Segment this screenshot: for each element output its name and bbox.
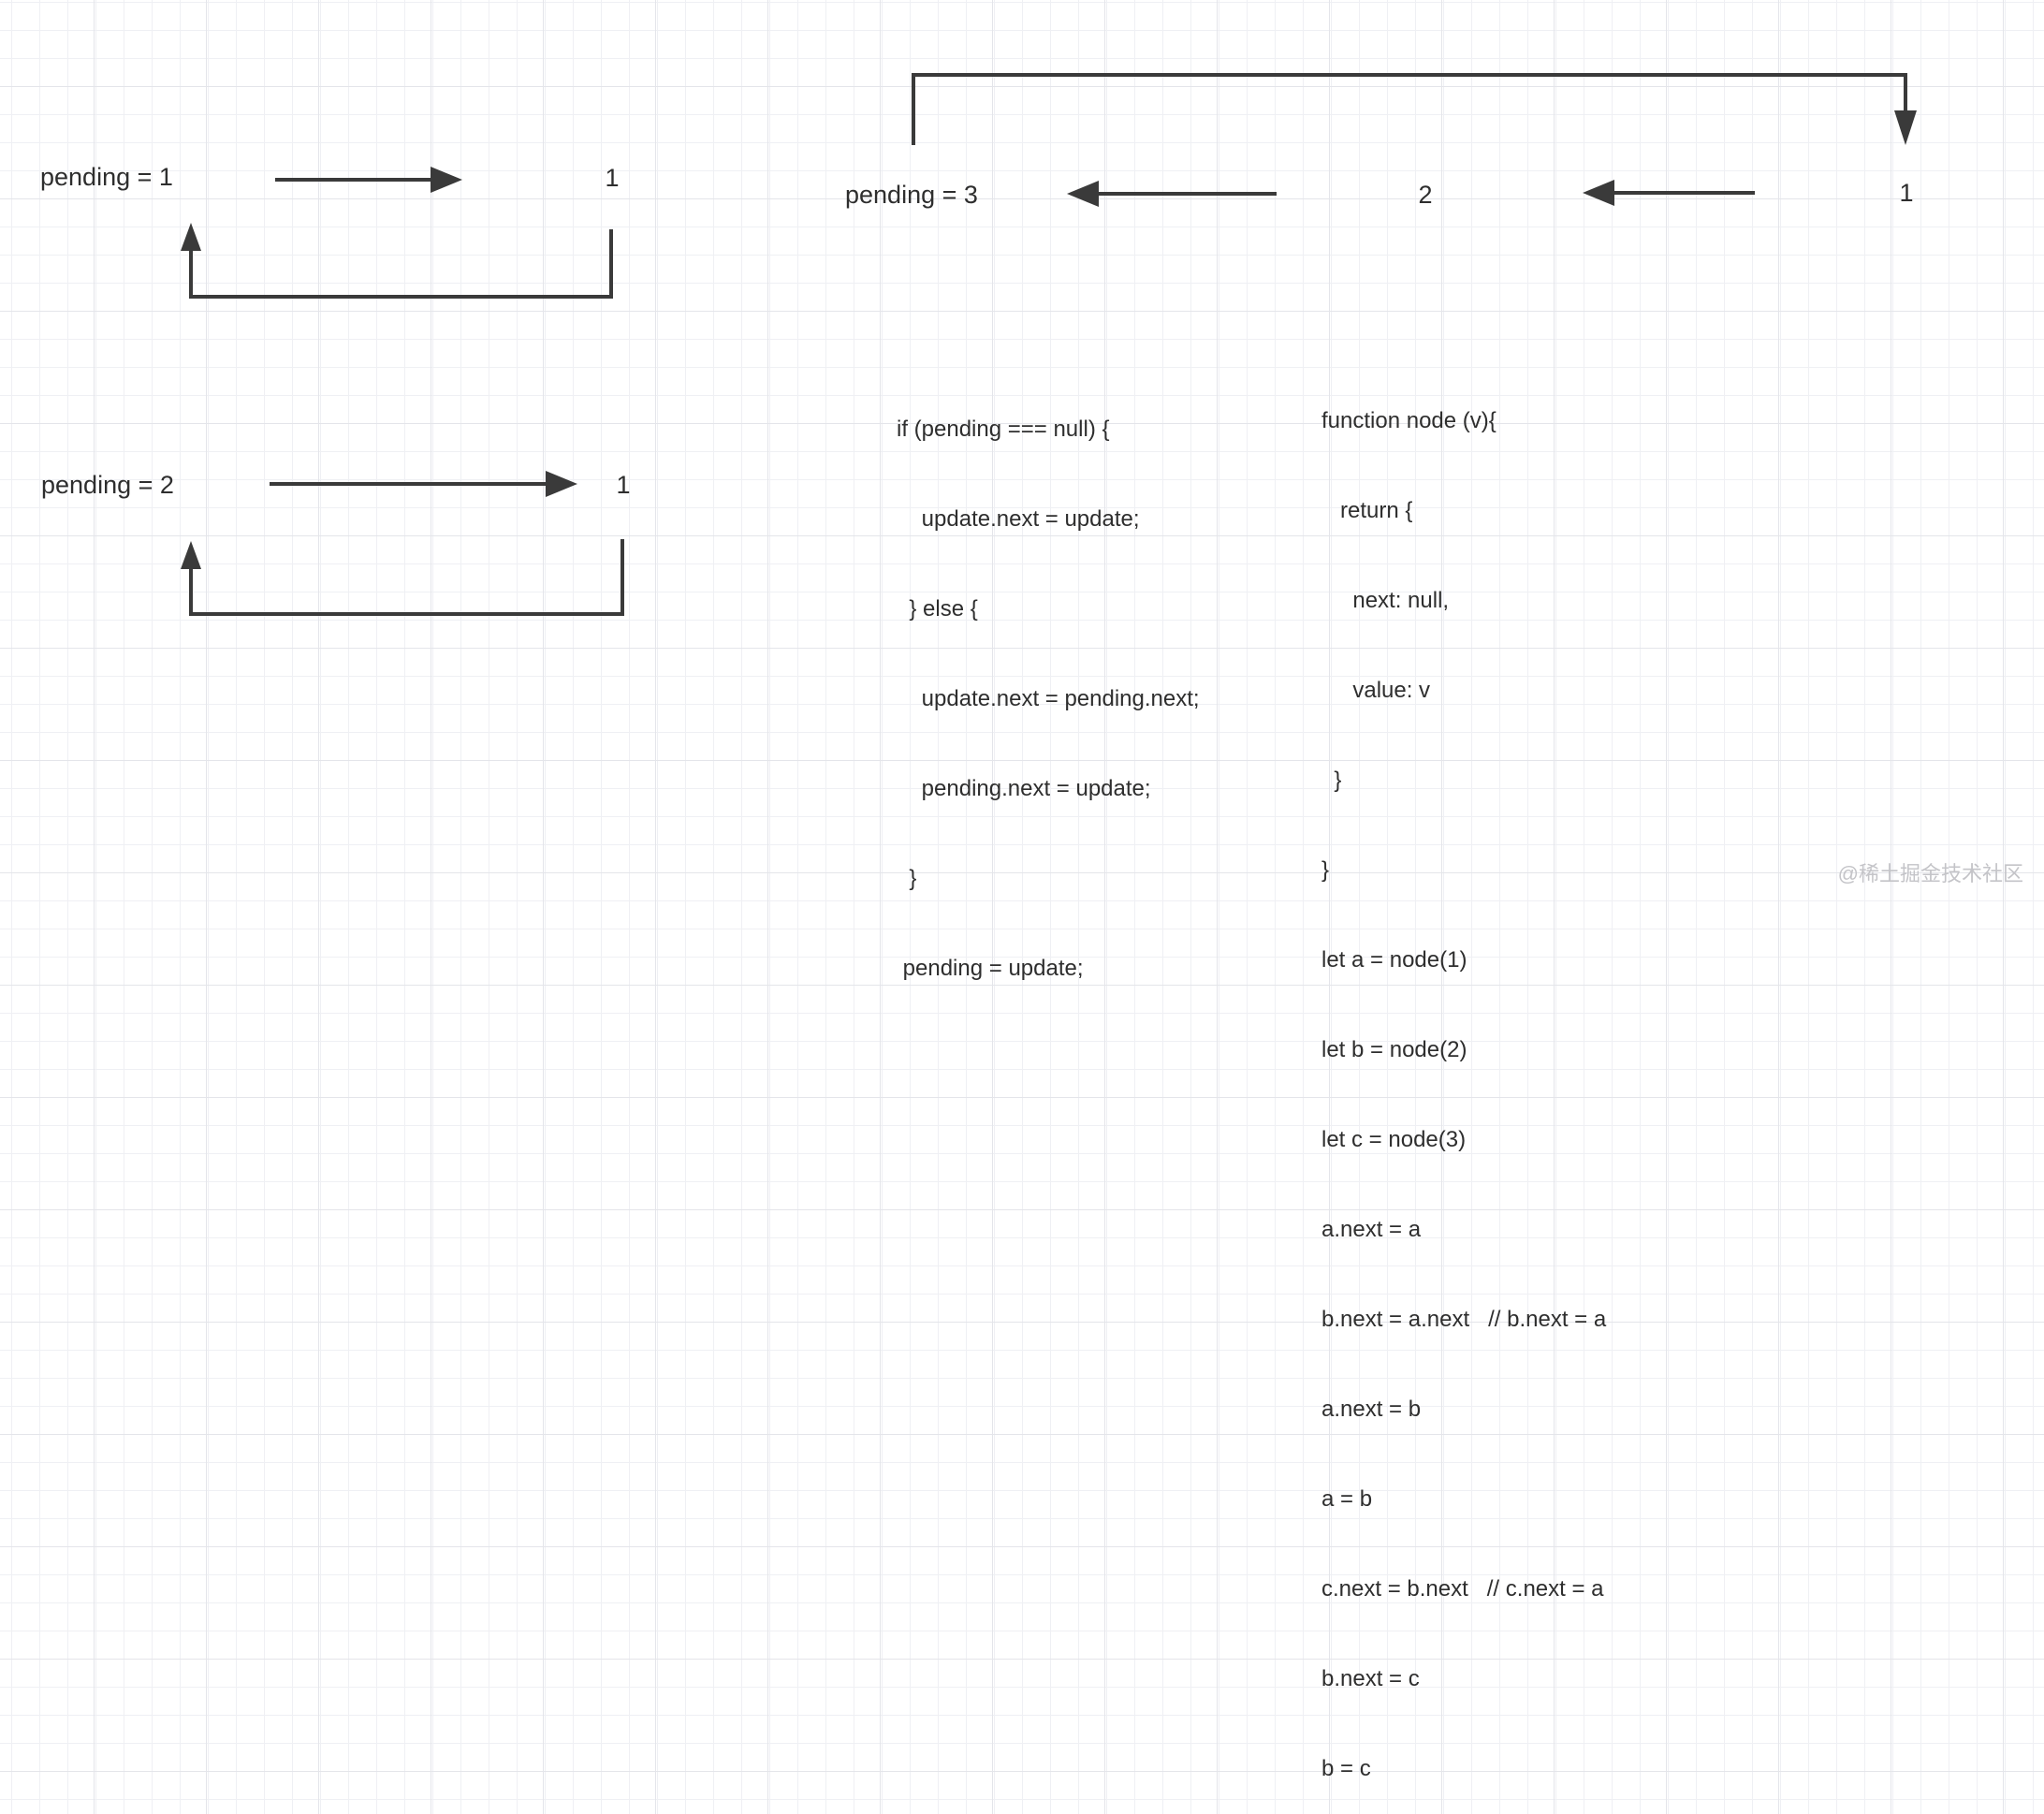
code-line: update.next = update;	[897, 506, 1140, 532]
diagram3-pending-label: pending = 3	[845, 181, 978, 209]
code-line: a.next = b	[1321, 1397, 1422, 1422]
code-line: pending.next = update;	[897, 776, 1151, 801]
diagram1-pending-label: pending = 1	[40, 163, 173, 191]
code-line: c.next = b.next // c.next = a	[1321, 1576, 1604, 1602]
code-line: }	[897, 866, 917, 891]
diagram1-node-1: 1	[605, 164, 620, 192]
diagram3-loop-arrow	[912, 73, 1917, 145]
diagram2-next-arrow	[270, 471, 577, 497]
code-line: let c = node(3)	[1321, 1127, 1467, 1152]
code-line: }	[1321, 768, 1342, 793]
community-watermark: @稀土掘金技术社区	[1837, 862, 2023, 885]
code-line: if (pending === null) {	[897, 417, 1110, 442]
code-line: pending = update;	[897, 956, 1084, 981]
diagram3-arrow-2-to-3	[1067, 181, 1277, 207]
diagram2-pending-label: pending = 2	[41, 471, 174, 499]
code-line: a = b	[1321, 1486, 1373, 1512]
diagram1-loop-arrow	[181, 223, 613, 299]
code-block-pending-logic: if (pending === null) { update.next = up…	[897, 355, 1200, 1014]
code-line: let a = node(1)	[1321, 947, 1467, 973]
diagram3-node-1: 1	[1899, 179, 1914, 207]
code-line: b.next = c	[1321, 1666, 1420, 1691]
code-line: value: v	[1321, 678, 1431, 703]
diagram2-loop-arrow	[181, 539, 624, 616]
code-line: function node (v){	[1321, 408, 1496, 433]
code-line: }	[1321, 857, 1330, 883]
code-line: let b = node(2)	[1321, 1037, 1467, 1062]
code-line: update.next = pending.next;	[897, 686, 1200, 711]
diagram1-next-arrow	[275, 167, 462, 193]
code-line: } else {	[897, 596, 978, 622]
code-line: b = c	[1321, 1756, 1371, 1781]
diagram3-arrow-1-to-2	[1583, 180, 1755, 206]
code-block-node-setup: function node (v){ return { next: null, …	[1321, 346, 1606, 1814]
code-line: return {	[1321, 498, 1413, 523]
code-line: a.next = a	[1321, 1217, 1422, 1242]
code-line: b.next = a.next // b.next = a	[1321, 1307, 1607, 1332]
code-line: next: null,	[1321, 588, 1450, 613]
diagram3-node-2: 2	[1418, 181, 1433, 209]
diagram2-node-1: 1	[616, 471, 631, 499]
